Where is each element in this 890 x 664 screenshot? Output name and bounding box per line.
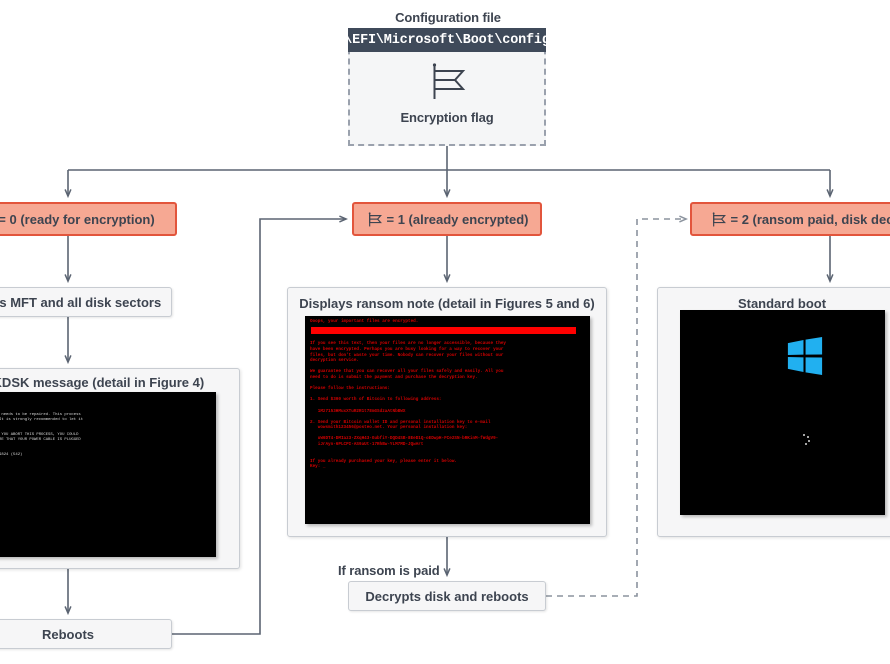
flag-icon [710, 211, 727, 228]
config-file-title: Configuration file [395, 10, 501, 25]
state-2-label: = 2 (ransom paid, disk decr [730, 211, 890, 227]
chkdsk-terminal-text: ystem on C: file system is NTFS. s conta… [0, 413, 84, 457]
panel-boot-title: Standard boot [737, 296, 827, 311]
screenshot-windows-boot [680, 310, 885, 515]
panel-chkdsk-title: CHKDSK message (detail in Figure 4) [0, 375, 205, 390]
process-box-reboots[interactable]: Reboots [0, 619, 172, 649]
process-box-decrypts-disk[interactable]: Decrypts disk and reboots [348, 581, 546, 611]
state-node-flag-2[interactable]: = 2 (ransom paid, disk decr [690, 202, 890, 236]
panel-ransom-title: Displays ransom note (detail in Figures … [299, 296, 595, 311]
screenshot-chkdsk: ystem on C: file system is NTFS. s conta… [0, 392, 216, 557]
state-0-label: = 0 (ready for encryption) [0, 211, 155, 227]
ransom-note-text: Ooops, your important files are encrypte… [310, 319, 506, 470]
flag-icon [366, 211, 383, 228]
process-box-encrypt-mft[interactable]: rypts MFT and all disk sectors [0, 287, 172, 317]
edge-label-if-ransom-is-paid: If ransom is paid [338, 563, 440, 578]
encryption-flag-icon-large [348, 58, 546, 104]
encryption-flag-label: Encryption flag [400, 110, 494, 125]
config-file-path: \EFI\Microsoft\Boot\config [344, 28, 550, 52]
state-node-flag-0[interactable]: = 0 (ready for encryption) [0, 202, 177, 236]
windows-logo-icon [787, 337, 823, 375]
boot-spinner-icon [798, 434, 812, 448]
state-node-flag-1[interactable]: = 1 (already encrypted) [352, 202, 542, 236]
state-1-label: = 1 (already encrypted) [386, 211, 529, 227]
ransom-note-red-bar [311, 327, 576, 334]
screenshot-ransom-note: Ooops, your important files are encrypte… [305, 316, 590, 524]
